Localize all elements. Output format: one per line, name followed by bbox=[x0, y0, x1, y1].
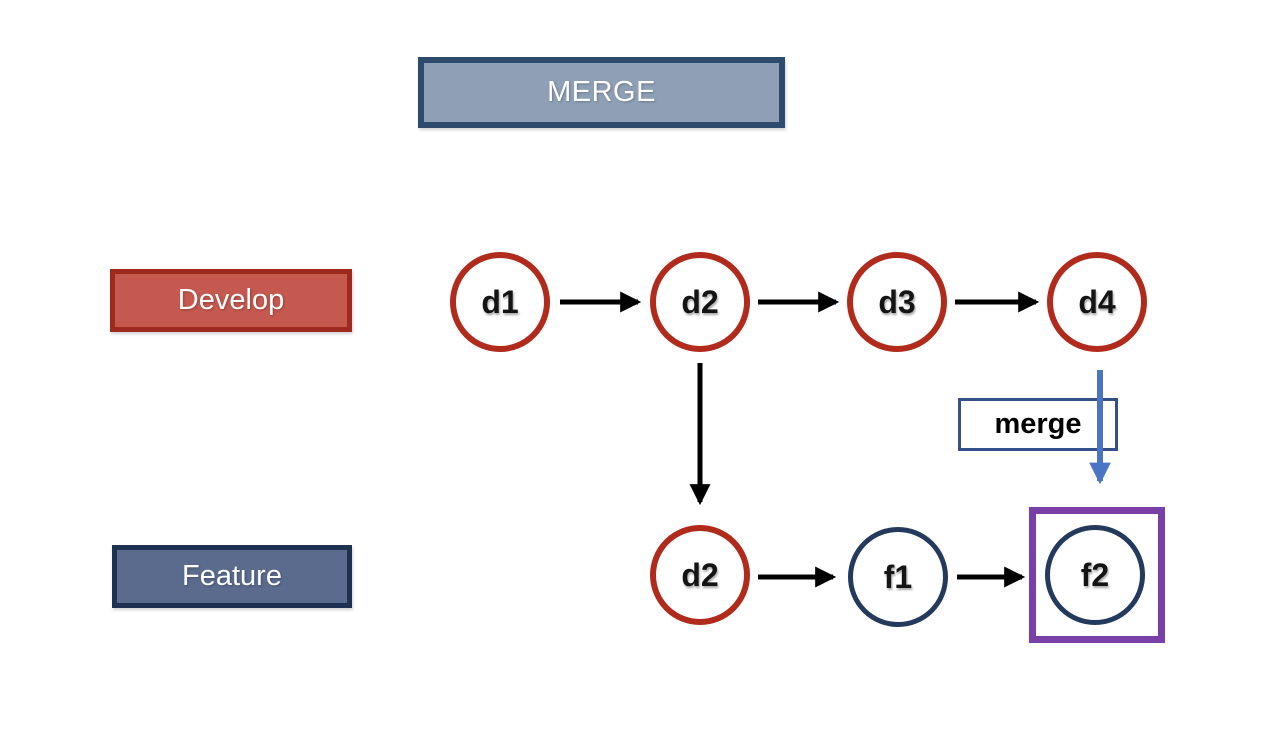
commit-node-d4: d4 bbox=[1047, 252, 1147, 352]
develop-branch-label: Develop bbox=[110, 269, 352, 332]
commit-node-d2-feature: d2 bbox=[650, 525, 750, 625]
feature-branch-label: Feature bbox=[112, 545, 352, 608]
commit-node-f1: f1 bbox=[848, 527, 948, 627]
commit-node-d3: d3 bbox=[847, 252, 947, 352]
merge-annotation-box: merge bbox=[958, 398, 1118, 451]
commit-node-f2: f2 bbox=[1045, 525, 1145, 625]
commit-node-d1: d1 bbox=[450, 252, 550, 352]
commit-node-d2: d2 bbox=[650, 252, 750, 352]
merge-title-banner: MERGE bbox=[418, 57, 785, 128]
